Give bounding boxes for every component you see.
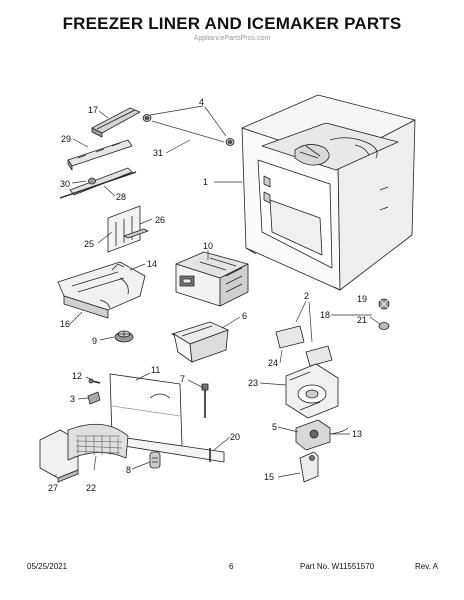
callout-12: 12 — [72, 371, 82, 381]
icemaker — [175, 251, 249, 307]
fan-bracket — [299, 451, 319, 483]
callout-26: 26 — [155, 215, 165, 225]
callout-2: 2 — [304, 291, 309, 301]
air-grille — [67, 423, 129, 461]
callout-7: 7 — [180, 374, 185, 384]
heater-plate — [275, 325, 333, 367]
footer-page-number: 6 — [229, 562, 234, 571]
callout-28: 28 — [116, 192, 126, 202]
callout-23: 23 — [248, 378, 258, 388]
callout-15: 15 — [264, 472, 274, 482]
callout-17: 17 — [88, 105, 98, 115]
callout-25: 25 — [84, 239, 94, 249]
rear-duct-panel — [109, 373, 183, 447]
callout-8: 8 — [126, 465, 131, 475]
callout-1: 1 — [203, 177, 208, 187]
callout-20: 20 — [230, 432, 240, 442]
callout-4: 4 — [199, 97, 204, 107]
footer-date: 05/25/2021 — [27, 562, 68, 571]
callout-27: 27 — [48, 483, 58, 493]
callout-29: 29 — [61, 134, 71, 144]
callout-24: 24 — [268, 358, 278, 368]
callout-13: 13 — [352, 429, 362, 439]
callout-6: 6 — [242, 311, 247, 321]
bushing-right — [225, 138, 235, 146]
callout-10: 10 — [203, 241, 213, 251]
freezer-liner — [241, 94, 416, 291]
callout-3: 3 — [70, 394, 75, 404]
page-title: FREEZER LINER AND ICEMAKER PARTS — [62, 14, 402, 33]
callout-18: 18 — [320, 310, 330, 320]
callout-labels: 1 2 3 4 5 6 7 8 9 10 11 12 13 14 15 16 1… — [48, 97, 367, 493]
damper-control — [378, 298, 390, 330]
callout-21: 21 — [357, 315, 367, 325]
callout-19: 19 — [357, 294, 367, 304]
ice-bucket — [171, 321, 229, 363]
callout-9: 9 — [92, 336, 97, 346]
support-rod — [151, 120, 225, 143]
thermistor — [201, 383, 209, 418]
callout-16: 16 — [60, 319, 70, 329]
clip — [87, 391, 101, 405]
callout-30: 30 — [60, 179, 70, 189]
footer-revision: Rev. A — [415, 562, 438, 571]
footer-part-number: Part No. W11551570 — [300, 562, 375, 571]
slide-track-lower — [59, 167, 137, 199]
callout-5: 5 — [272, 422, 277, 432]
damper-knob — [149, 451, 161, 469]
mounting-bracket — [107, 205, 149, 253]
watermark: AppliancePartsPros.com — [193, 35, 271, 42]
slide-track-upper — [67, 139, 133, 171]
ice-chute-cover — [57, 261, 146, 319]
callout-31: 31 — [153, 148, 163, 158]
auger-drive — [114, 330, 134, 343]
callout-11: 11 — [151, 365, 160, 375]
fan-housing — [285, 363, 339, 419]
top-rail — [91, 107, 141, 138]
callout-22: 22 — [86, 483, 96, 493]
leader-lines — [55, 105, 381, 478]
callout-14: 14 — [147, 259, 157, 269]
fan-motor — [295, 419, 349, 451]
bushing-top — [142, 114, 152, 122]
